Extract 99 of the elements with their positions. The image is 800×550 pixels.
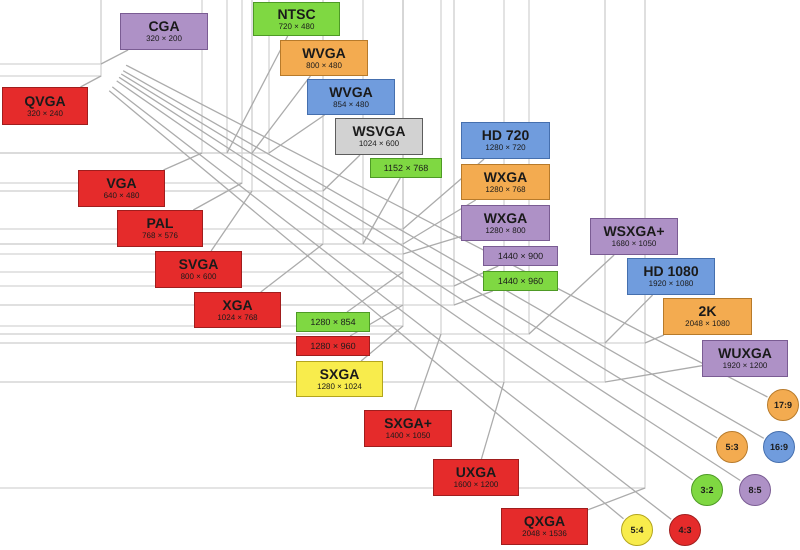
standard-name: WUXGA (718, 346, 772, 361)
resolution-text: 854 × 480 (333, 100, 369, 110)
leader-line (322, 154, 360, 192)
standard-tag (296, 361, 383, 397)
leader-line (100, 49, 128, 65)
standard-tag (307, 79, 395, 115)
standard-tag (364, 410, 452, 447)
resolution-text: 1680 × 1050 (612, 239, 656, 249)
standard-tag (433, 459, 519, 496)
standard-tag (590, 218, 678, 255)
leader-line (414, 334, 442, 410)
standard-tag (194, 292, 281, 328)
resolution-text: 1024 × 768 (217, 312, 258, 322)
leader-line (362, 178, 401, 244)
standard-tag (253, 2, 340, 36)
aspect-ratio-badge: 4:3 (669, 514, 701, 546)
standard-tag (78, 170, 165, 207)
resolution-tag: 1152 × 768 (370, 158, 442, 178)
leader-line (480, 382, 505, 460)
resolution-text: 768 × 576 (142, 231, 178, 241)
standard-name: 2K (698, 304, 716, 319)
standard-name: WVGA (302, 46, 346, 60)
resolution-text: 1600 × 1200 (454, 480, 498, 490)
resolution-text: 320 × 240 (27, 108, 63, 118)
standard-name: CGA (148, 19, 180, 34)
standard-name: HD 1080 (643, 264, 699, 279)
standard-tag (155, 251, 242, 288)
standard-tag (120, 13, 208, 50)
leader-line (454, 290, 494, 306)
standard-tag (461, 164, 550, 200)
standard-tag (663, 298, 752, 335)
standard-name: QXGA (524, 514, 566, 529)
resolution-text: 1920 × 1080 (648, 279, 694, 289)
aspect-ratio-badge: 3:2 (691, 474, 723, 506)
leader-line (644, 334, 664, 344)
leader-line (210, 190, 253, 252)
standard-tag (461, 122, 550, 159)
leader-line (588, 487, 646, 510)
standard-tag (627, 258, 715, 295)
aspect-ratio-badge: 5:3 (716, 431, 748, 463)
leader-line (251, 76, 311, 154)
standard-name: QVGA (24, 94, 66, 108)
leader-line (260, 243, 324, 293)
resolution-text: 1024 × 600 (358, 139, 400, 149)
leader-line (346, 271, 404, 313)
resolution-text: 640 × 480 (104, 191, 140, 201)
standard-name: SXGA+ (384, 416, 432, 431)
aspect-ratio-badge: 5:4 (621, 514, 653, 546)
resolution-text: 1280 × 800 (485, 226, 526, 236)
standard-name: WXGA (484, 170, 528, 184)
standard-tag (461, 205, 550, 241)
standard-name: XGA (222, 298, 253, 312)
standard-tag (501, 508, 588, 545)
resolution-text: 1280 × 768 (485, 184, 526, 194)
leader-line (604, 294, 654, 344)
resolution-text: 320 × 200 (146, 34, 182, 44)
resolution-text: 800 × 480 (306, 60, 342, 70)
resolution-text: 720 × 480 (278, 22, 314, 32)
aspect-ratio-badge: 17:9 (767, 389, 799, 421)
standard-tag (280, 40, 368, 76)
resolution-tag: 1440 × 900 (483, 246, 558, 266)
standard-tag (2, 87, 88, 125)
leader-line (226, 36, 288, 154)
leader-line (360, 326, 404, 362)
resolution-text: 1280 × 720 (485, 143, 526, 153)
resolution-text: 800 × 600 (180, 272, 216, 282)
standard-name: SVGA (178, 257, 218, 272)
leader-line (163, 152, 202, 171)
standard-name: UXGA (456, 465, 496, 480)
resolution-text: 1280 × 1024 (317, 382, 362, 392)
standard-tag (117, 210, 203, 247)
leader-line (402, 199, 476, 245)
standard-name: WSXGA+ (603, 224, 665, 239)
resolution-tag: 1440 × 960 (483, 271, 558, 291)
resolution-tag: 1280 × 854 (296, 312, 370, 332)
standard-name: WXGA (484, 210, 528, 226)
standard-name: SXGA (320, 366, 360, 382)
resolution-text: 2048 × 1536 (522, 529, 567, 539)
standard-name: NTSC (277, 6, 316, 22)
resolution-text: 1400 × 1050 (386, 431, 430, 441)
standard-name: VGA (106, 176, 137, 191)
leader-line (454, 265, 499, 287)
standard-name: PAL (146, 216, 174, 231)
resolution-tag: 1280 × 960 (296, 336, 370, 356)
standard-name: HD 720 (482, 128, 530, 143)
aspect-ratio-badge: 16:9 (763, 431, 795, 463)
leader-line (402, 236, 462, 255)
leader-line (604, 365, 702, 383)
resolution-text: 2048 × 1080 (685, 319, 730, 329)
resolution-text: 1920 × 1200 (722, 361, 768, 371)
leader-line (268, 114, 325, 154)
leader-line (80, 75, 102, 88)
standard-name: WSVGA (352, 124, 406, 139)
standard-tag (702, 340, 788, 377)
leader-line (192, 182, 242, 211)
leader-line (528, 254, 615, 334)
standard-tag (335, 118, 423, 155)
aspect-ratio-badge: 8:5 (739, 474, 771, 506)
standard-name: WVGA (329, 84, 373, 100)
